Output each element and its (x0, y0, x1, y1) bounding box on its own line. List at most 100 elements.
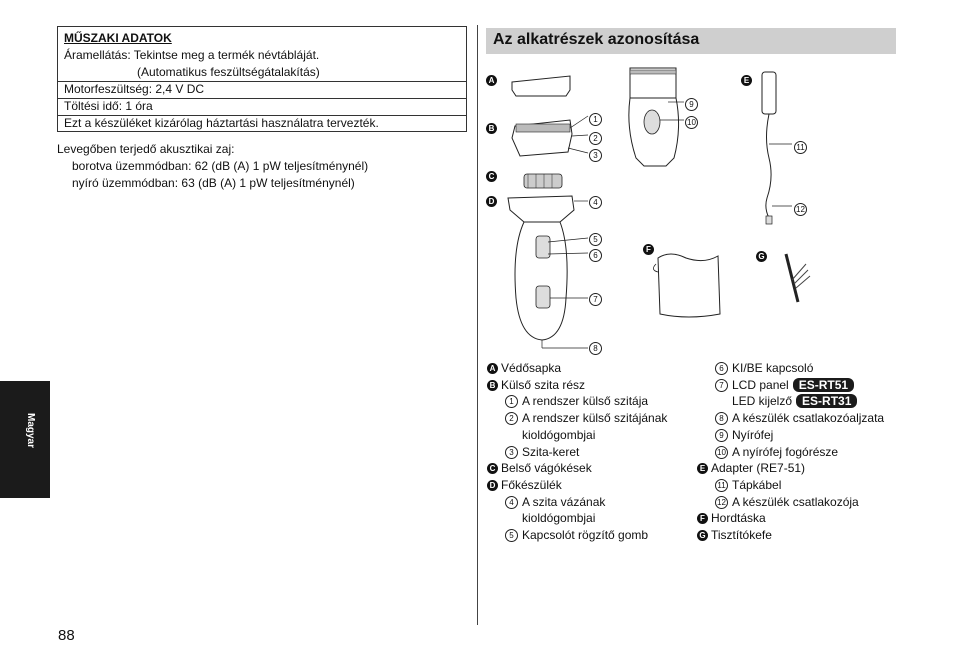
legend-number-badge: 2 (505, 412, 518, 426)
legend-item: 2 A rendszer külső szitájának (505, 411, 668, 426)
callout-8: 8 (589, 339, 606, 357)
callout-3: 3 (589, 146, 606, 164)
legend-letter-badge: A (487, 363, 498, 374)
legend-item: 1 A rendszer külső szitája (505, 394, 649, 409)
legend-letter-badge: C (487, 463, 498, 475)
legend-item-label: Főkészülék (501, 477, 562, 492)
divider (58, 81, 466, 82)
specs-box: MŰSZAKI ADATOK Áramellátás: Tekintse meg… (57, 26, 467, 132)
legend-item-label: Nyírófej (732, 427, 774, 442)
legend-item: kioldógombjai (522, 511, 595, 525)
legend-number-badge: 6 (715, 362, 728, 375)
legend-item: 9 Nyírófej (715, 428, 773, 442)
figure-label-a: A (486, 71, 500, 89)
model-badge: ES-RT31 (796, 394, 858, 409)
legend-number-badge: 4 (505, 495, 518, 509)
adapter-drawing (761, 71, 792, 225)
trimmer-view-drawing (628, 67, 684, 167)
legend-item: 5 Kapcsolót rögzítő gomb (505, 528, 648, 542)
legend-letter-badge: G (697, 530, 708, 541)
inner-blades-drawing (523, 173, 563, 189)
legend-letter-badge: B (487, 379, 498, 391)
section-title: Az alkatrészek azonosítása (493, 31, 700, 48)
legend-item-label: LCD panel (732, 377, 789, 392)
callout-1: 1 (589, 110, 606, 128)
legend-letter-badge: F (697, 513, 708, 525)
legend-item-label: Tisztítókefe (711, 528, 772, 542)
shaver-body-drawing (507, 195, 589, 349)
legend-item-label: Kapcsolót rögzítő gomb (522, 528, 649, 542)
figure-label-b: B (486, 119, 500, 137)
legend-item-label: Adapter (RE7-51) (711, 461, 806, 476)
legend-item-label: A készülék csatlakozója (732, 494, 859, 509)
callout-2: 2 (589, 129, 606, 147)
legend-item-label: A rendszer külső szitájának (522, 411, 668, 426)
legend-item-label: Külső szita rész (501, 377, 586, 392)
cleaning-brush-drawing (784, 253, 811, 303)
specs-power-line: Áramellátás: Tekintse meg a termék névtá… (64, 48, 320, 62)
legend-number-badge: 12 (715, 495, 728, 509)
legend-number-badge: 11 (715, 478, 728, 492)
noise-shave-line: borotva üzemmódban: 62 (dB (A) 1 pW telj… (72, 159, 369, 173)
legend-item: 12 A készülék csatlakozója (715, 495, 859, 509)
legend-item: 11 Tápkábel (715, 478, 781, 492)
noise-trim-line: nyíró üzemmódban: 63 (dB (A) 1 pW teljes… (72, 176, 355, 190)
specs-title: MŰSZAKI ADATOK (64, 31, 172, 45)
parts-illustration (507, 67, 811, 349)
callout-12: 12 (794, 200, 811, 218)
legend-number-badge: 3 (505, 445, 518, 459)
legend-item: 10 A nyírófej fogórésze (715, 445, 838, 459)
legend-number-badge: 1 (505, 395, 518, 409)
legend-item-label: Szita-keret (522, 444, 580, 459)
specs-household-line: Ezt a készüléket kizárólag háztartási ha… (64, 116, 379, 130)
callout-11: 11 (794, 138, 811, 156)
specs-motor-voltage-line: Motorfeszültség: 2,4 V DC (64, 82, 205, 96)
legend-item-label: Belső vágókések (501, 461, 592, 476)
legend-item: 6 KI/BE kapcsoló (715, 361, 813, 375)
figure-label-g: G (756, 247, 770, 265)
figure-label-f: F (643, 240, 657, 258)
callout-7: 7 (589, 290, 606, 308)
legend-item-label: A szita vázának (522, 494, 606, 509)
outer-foil-drawing (511, 115, 589, 157)
legend-number-badge: 10 (715, 445, 728, 459)
language-side-tab (0, 381, 50, 498)
travel-pouch-drawing (653, 253, 721, 318)
legend-item-label: Tápkábel (732, 477, 782, 492)
legend-number-badge: 9 (715, 428, 728, 442)
callout-5: 5 (589, 230, 606, 248)
divider (58, 98, 466, 99)
legend-item-label: A rendszer külső szitája (522, 394, 649, 409)
side-tab-label: Magyar (25, 413, 36, 449)
legend-item-label: kioldógombjai (522, 427, 596, 442)
legend-item-label: Védősapka (501, 361, 562, 375)
legend-item: kioldógombjai (522, 428, 595, 442)
figure-label-d: D (486, 192, 500, 210)
callout-10: 10 (685, 113, 702, 131)
model-badge: ES-RT51 (792, 377, 855, 392)
legend-number-badge: 5 (505, 529, 518, 542)
legend-letter-badge: E (697, 463, 708, 475)
legend-item-label: kioldógombjai (522, 511, 596, 526)
legend-item-label: A nyírófej fogórésze (732, 444, 839, 459)
column-divider (477, 25, 478, 625)
specs-auto-voltage-line: (Automatikus feszültségátalakítás) (137, 65, 320, 79)
legend-number-badge: 7 (715, 378, 728, 392)
figure-label-c: C (486, 167, 500, 185)
callout-9: 9 (685, 95, 702, 113)
legend-item-label: KI/BE kapcsoló (732, 361, 814, 375)
legend-item-label: LED kijelző (732, 394, 793, 409)
legend-item: 3 Szita-keret (505, 445, 579, 459)
protective-cap-drawing (511, 75, 571, 97)
callout-6: 6 (589, 246, 606, 264)
legend-item-label: A készülék csatlakozóaljzata (732, 411, 885, 426)
